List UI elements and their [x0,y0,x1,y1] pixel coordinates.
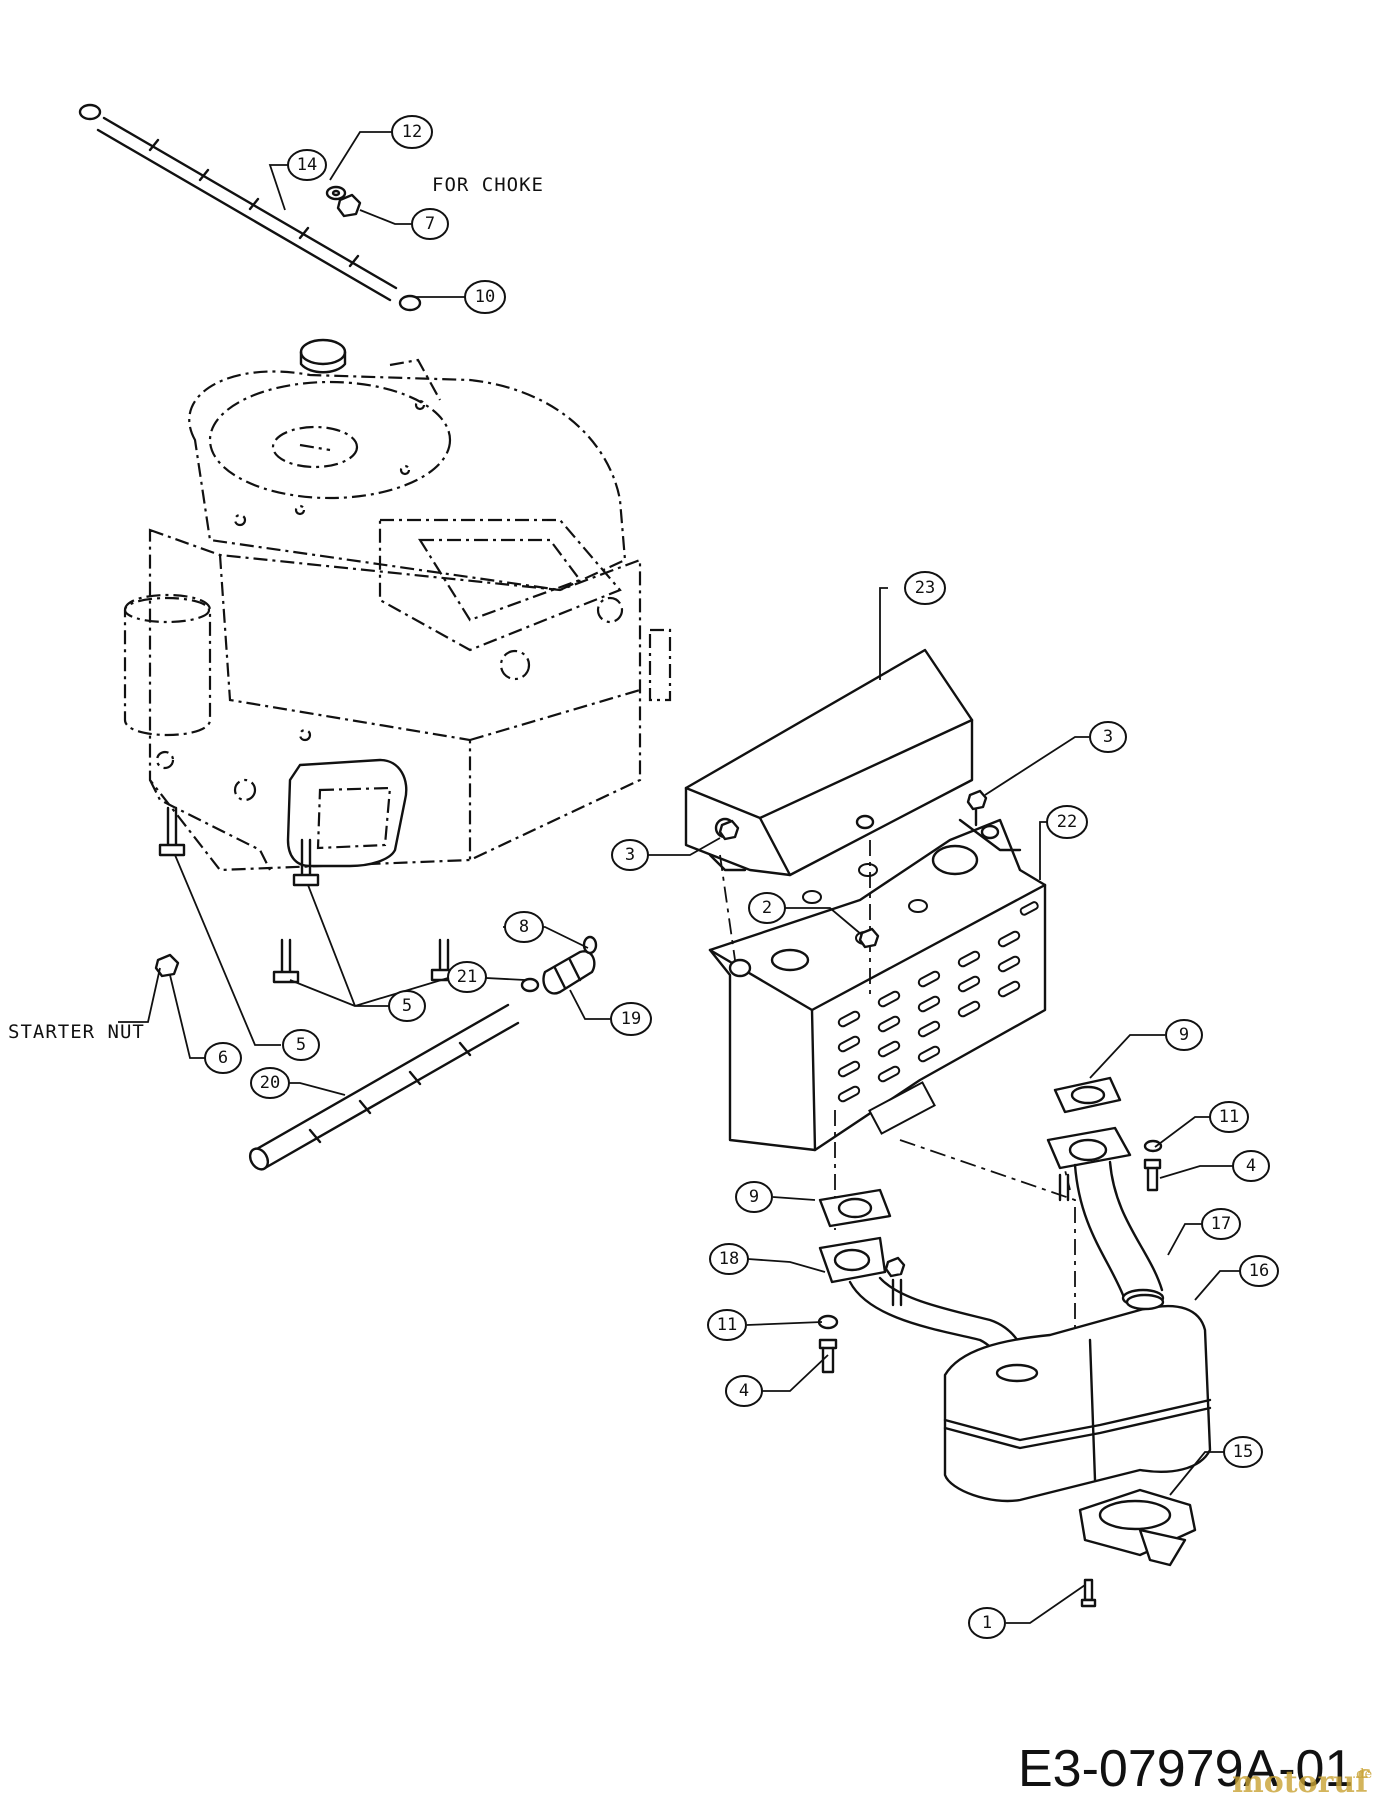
drawing-reference: E3-07979A-01 [1018,1740,1353,1798]
svg-text:8: 8 [519,917,529,937]
fuel-filter [520,935,598,995]
svg-text:4: 4 [1246,1156,1256,1176]
starter-nut-note: STARTER NUT [8,1021,145,1043]
fuel-line [248,1003,520,1171]
callout-5-group[interactable]: 5 [388,990,426,1022]
cable-clip-bottom [398,294,422,312]
callout-3-upper[interactable]: 3 [1089,721,1127,753]
callout-4-upper[interactable]: 4 [1232,1150,1270,1182]
callout-23[interactable]: 23 [904,571,946,605]
callout-19[interactable]: 19 [610,1002,652,1036]
svg-text:12: 12 [402,122,422,142]
muffler-guard [708,814,1047,1152]
svg-text:15: 15 [1233,1442,1253,1462]
starter-nut-6 [154,953,180,978]
engine-bolts [154,806,458,984]
callout-18[interactable]: 18 [709,1243,749,1275]
callouts: 12 14 7 10 23 3 3 2 22 8 21 19 5 5 6 20 … [204,115,1279,1639]
callout-11-lower[interactable]: 11 [707,1309,747,1341]
svg-text:23: 23 [915,578,935,598]
callout-9-upper[interactable]: 9 [1165,1019,1203,1051]
washer-12 [325,185,347,201]
engine [123,338,672,872]
callout-4-lower[interactable]: 4 [725,1375,763,1407]
callout-12[interactable]: 12 [391,115,433,149]
valve-cover [286,758,408,868]
svg-text:22: 22 [1057,812,1077,832]
leaders [169,131,1240,1624]
svg-text:9: 9 [749,1187,759,1207]
muffler [943,1293,1212,1503]
clamp-21 [520,977,540,993]
svg-text:3: 3 [625,845,635,865]
callout-3-lower[interactable]: 3 [611,839,649,871]
callout-10[interactable]: 10 [464,280,506,314]
heat-shield-top [684,648,974,877]
svg-text:18: 18 [719,1249,739,1269]
callout-8[interactable]: 8 [504,911,544,943]
nut-7 [336,193,362,218]
callout-1[interactable]: 1 [968,1607,1006,1639]
svg-text:5: 5 [402,996,412,1016]
svg-text:20: 20 [260,1073,280,1093]
watermark-logo: motoruf .de [1232,1765,1372,1800]
callout-15[interactable]: 15 [1223,1436,1263,1468]
callout-11-upper[interactable]: 11 [1209,1101,1249,1133]
gaskets [818,1076,1132,1228]
spark-arrestor [1078,1488,1197,1608]
svg-text:19: 19 [621,1009,641,1029]
svg-text:7: 7 [425,214,435,234]
callout-14[interactable]: 14 [287,149,327,181]
callout-7[interactable]: 7 [411,208,449,240]
cable-clip-top [78,103,102,121]
svg-text:11: 11 [1219,1107,1239,1127]
clamp-8 [582,935,598,955]
callout-9-lower[interactable]: 9 [735,1181,773,1213]
callout-17[interactable]: 17 [1201,1208,1241,1240]
callout-21[interactable]: 21 [447,961,487,993]
svg-text:.de: .de [1352,1767,1372,1782]
svg-text:21: 21 [457,967,477,987]
svg-text:2: 2 [762,898,772,918]
svg-text:5: 5 [296,1035,306,1055]
callout-20[interactable]: 20 [250,1067,290,1099]
callout-16[interactable]: 16 [1239,1255,1279,1287]
callout-22[interactable]: 22 [1046,805,1088,839]
svg-text:motoruf: motoruf [1232,1765,1370,1800]
callout-6[interactable]: 6 [204,1042,242,1074]
svg-text:14: 14 [297,155,317,175]
svg-text:4: 4 [739,1381,749,1401]
svg-text:10: 10 [475,287,495,307]
svg-text:16: 16 [1249,1261,1269,1281]
svg-text:3: 3 [1103,727,1113,747]
svg-text:11: 11 [717,1315,737,1335]
choke-cable [78,103,422,312]
callout-2[interactable]: 2 [748,892,786,924]
svg-text:6: 6 [218,1048,228,1068]
choke-note: FOR CHOKE [432,174,544,196]
exhaust-hardware [718,789,1163,1374]
oil-fill-cap [299,338,347,366]
svg-text:17: 17 [1211,1214,1231,1234]
svg-text:9: 9 [1179,1025,1189,1045]
svg-text:1: 1 [982,1613,992,1633]
callout-5-single[interactable]: 5 [282,1029,320,1061]
